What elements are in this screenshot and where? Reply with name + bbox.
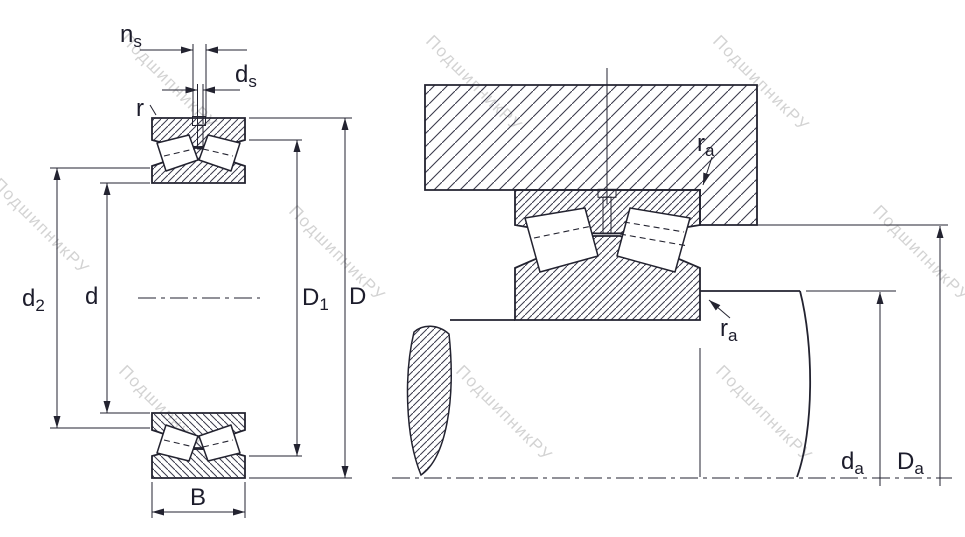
ra-top-leader xyxy=(702,156,713,186)
lubrication-groove xyxy=(192,116,206,150)
roller-hidden-line xyxy=(163,148,195,157)
watermark-text: ПодшипникРУ xyxy=(452,361,556,465)
left-dimensions: ns ds r d2 d D1 D B xyxy=(22,21,366,518)
left-bearing-bottom-half xyxy=(151,412,246,479)
right-view: ra ra da Da xyxy=(392,68,952,486)
label-ns: ns xyxy=(120,21,142,51)
oil-hole xyxy=(197,124,204,150)
label-d: d xyxy=(85,283,98,310)
watermark-text: ПодшипникРУ xyxy=(869,201,965,305)
label-B: B xyxy=(190,484,206,511)
label-ra-bottom: ra xyxy=(720,315,738,345)
right-dimensions: ra ra da Da xyxy=(697,130,948,486)
roller-left xyxy=(524,207,599,273)
label-Da: Da xyxy=(897,448,924,478)
label-ra-top: ra xyxy=(697,130,715,160)
shaft-shoulder-section xyxy=(406,325,452,477)
left-bearing-top-half xyxy=(151,117,246,184)
label-r: r xyxy=(136,95,144,122)
roller-hidden-line xyxy=(619,233,689,247)
label-D1: D1 xyxy=(302,284,329,314)
roller-hidden-line xyxy=(202,148,234,157)
ra-bottom-leader xyxy=(708,299,731,319)
r-leader xyxy=(149,104,157,116)
shaft-shoulder-profile xyxy=(796,290,812,478)
label-d2: d2 xyxy=(22,285,45,315)
watermark-text: ПодшипникРУ xyxy=(0,174,93,278)
watermark-text: ПодшипникРУ xyxy=(285,201,389,305)
watermark-text: ПодшипникРУ xyxy=(712,361,816,465)
left-view: ns ds r d2 d D1 D B xyxy=(22,21,366,518)
label-da: da xyxy=(841,448,864,478)
label-D: D xyxy=(349,283,366,310)
roller-right xyxy=(198,134,241,172)
roller-hidden-line xyxy=(623,221,685,233)
label-ds: ds xyxy=(235,61,257,91)
